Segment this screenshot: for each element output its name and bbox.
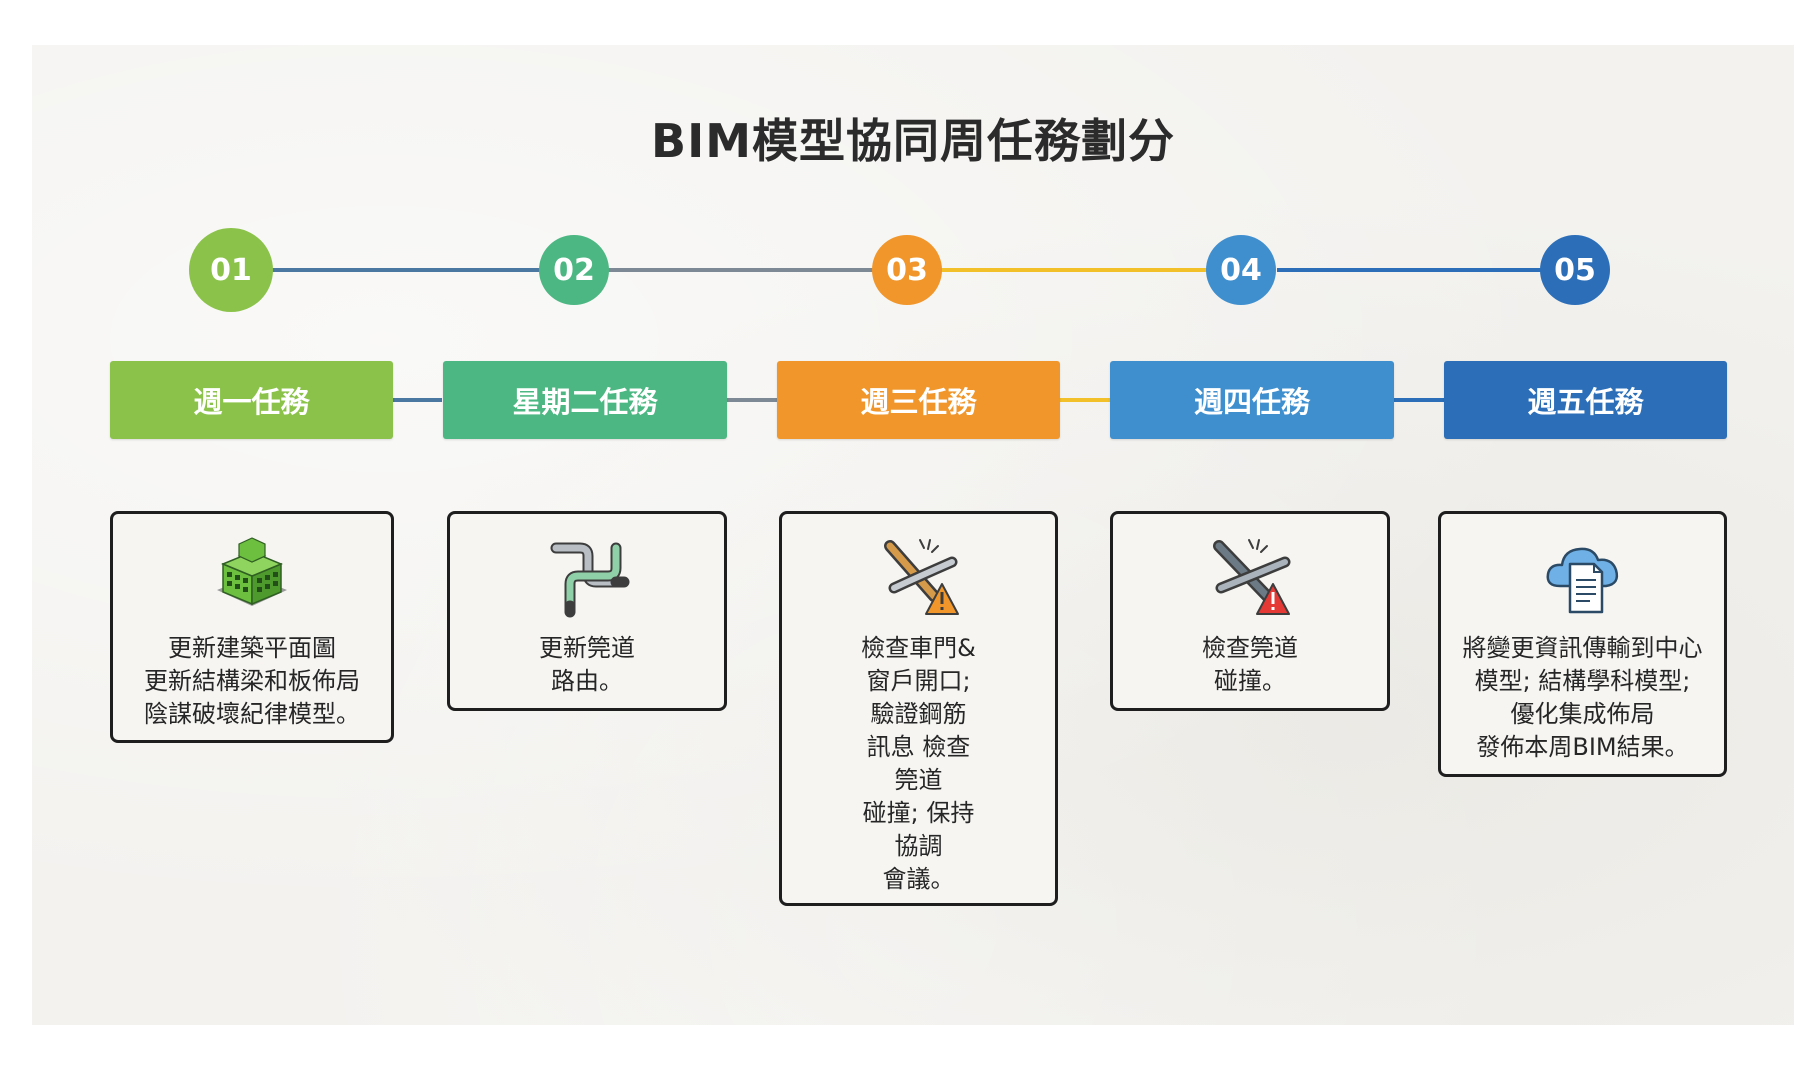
step-number: 05 [1554,252,1596,288]
day-header-tuesday: 星期二任務 [443,361,727,439]
step-number-circle: 02 [539,235,609,305]
step-number-circle: 04 [1206,235,1276,305]
pipe-collision-alert-icon [1213,539,1291,615]
task-description: 檢查筦道 碰撞。 [1121,632,1379,698]
task-description: 將變更資訊傳輸到中心 模型; 結構學科模型; 優化集成佈局 發佈本周BIM結果。 [1449,632,1716,764]
task-line: 筦道 [894,766,943,794]
header-connector-1-2 [392,398,442,402]
task-line: 窗戶開口; [866,667,971,695]
task-line: 碰撞; 保持 [862,799,975,827]
green-building-icon [217,537,287,606]
header-connector-4-5 [1394,398,1444,402]
timeline-connector-3-4 [937,268,1247,272]
timeline-connector-1-2 [267,268,567,272]
diagram-title: BIM模型協同周任務劃分 [651,114,1175,168]
header-connector-3-4 [1060,398,1110,402]
day-header-thursday: 週四任務 [1110,361,1394,439]
header-connector-2-3 [727,398,777,402]
task-line: 會議。 [882,865,955,893]
pipe-clash-warning-icon [883,539,959,615]
task-description: 檢查車門& 窗戶開口; 驗證鋼筋 訊息 檢查 筦道 碰撞; 保持 協調 會議。 [790,632,1047,896]
day-header-friday: 週五任務 [1444,361,1727,439]
step-number: 04 [1220,252,1262,288]
diagram-canvas: BIM模型協同周任務劃分 01 02 03 04 05 週一任務 星期二任務 週… [32,45,1794,1025]
task-line: 模型; 結構學科模型; [1474,667,1691,695]
task-line: 發佈本周BIM結果。 [1476,733,1689,761]
task-description: 更新建築平面圖 更新結構梁和板佈局 陰謀破壞紀律模型。 [121,632,383,731]
task-card-thursday: 檢查筦道 碰撞。 [1110,511,1390,711]
task-line: 驗證鋼筋 [870,700,967,728]
pipe-routing-icon [550,542,630,618]
step-number: 01 [210,252,252,288]
step-number-circle: 05 [1540,235,1610,305]
task-line: 將變更資訊傳輸到中心 [1462,634,1703,662]
timeline-connector-4-5 [1277,268,1577,272]
task-line: 優化集成佈局 [1510,700,1655,728]
task-line: 碰撞。 [1214,667,1286,695]
task-card-monday: 更新建築平面圖 更新結構梁和板佈局 陰謀破壞紀律模型。 [110,511,394,743]
task-line: 路由。 [551,667,623,695]
day-header-wednesday: 週三任務 [777,361,1060,439]
task-line: 更新結構梁和板佈局 [144,667,360,695]
cloud-document-icon [1546,547,1618,614]
step-number: 02 [553,252,595,288]
task-card-friday: 將變更資訊傳輸到中心 模型; 結構學科模型; 優化集成佈局 發佈本周BIM結果。 [1438,511,1727,777]
timeline-connector-2-3 [597,268,907,272]
task-card-wednesday: 檢查車門& 窗戶開口; 驗證鋼筋 訊息 檢查 筦道 碰撞; 保持 協調 會議。 [779,511,1058,906]
task-line: 檢查筦道 [1202,634,1298,662]
task-card-tuesday: 更新筦道 路由。 [447,511,727,711]
task-description: 更新筦道 路由。 [458,632,716,698]
day-header-monday: 週一任務 [110,361,393,439]
task-line: 檢查車門& [861,634,976,662]
task-line: 陰謀破壞紀律模型。 [144,700,360,728]
step-number: 03 [886,252,928,288]
task-line: 協調 [894,832,943,860]
step-number-circle: 01 [189,228,273,312]
task-line: 更新建築平面圖 [168,634,336,662]
task-line: 更新筦道 [539,634,635,662]
step-number-circle: 03 [872,235,942,305]
task-line: 訊息 檢查 [866,733,971,761]
